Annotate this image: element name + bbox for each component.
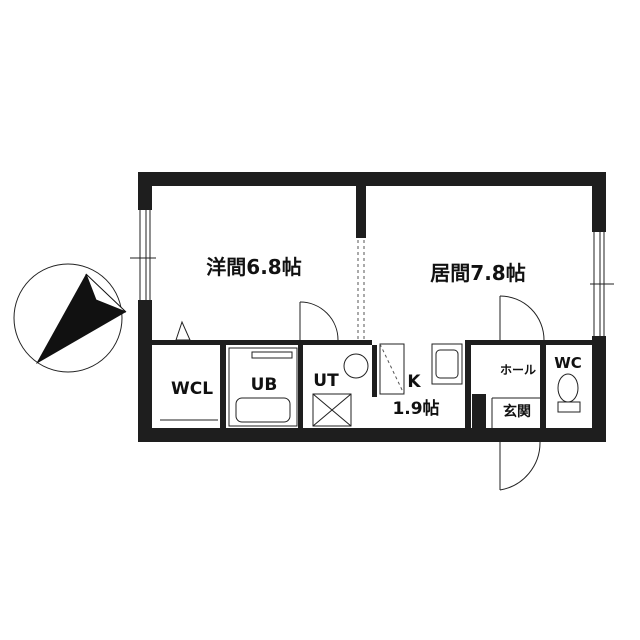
wc-label: WC [554, 354, 582, 372]
entrance-area [465, 345, 581, 491]
living-room-door [499, 295, 545, 341]
compass-circle [13, 263, 123, 373]
bath-unit [228, 345, 303, 428]
kitchen-area [379, 343, 463, 395]
outer-walls [138, 172, 606, 442]
room-partition [356, 186, 366, 340]
western-room-door [299, 301, 339, 341]
living-room-label: 居間7.8帖 [430, 261, 525, 285]
compass [13, 263, 127, 373]
wcl-closet [160, 320, 226, 428]
ut-label: UT [313, 371, 339, 391]
kitchen-size-label: 1.9帖 [392, 398, 439, 419]
windows [130, 210, 614, 336]
entrance-label: 玄関 [503, 403, 531, 420]
hall-label: ホール [500, 363, 536, 377]
kitchen-label: K [407, 372, 421, 392]
utility-area [312, 345, 377, 427]
western-room-label: 洋間6.8帖 [206, 255, 301, 279]
lower-partition [152, 340, 592, 345]
wcl-label: WCL [171, 379, 213, 399]
ub-label: UB [251, 375, 278, 395]
